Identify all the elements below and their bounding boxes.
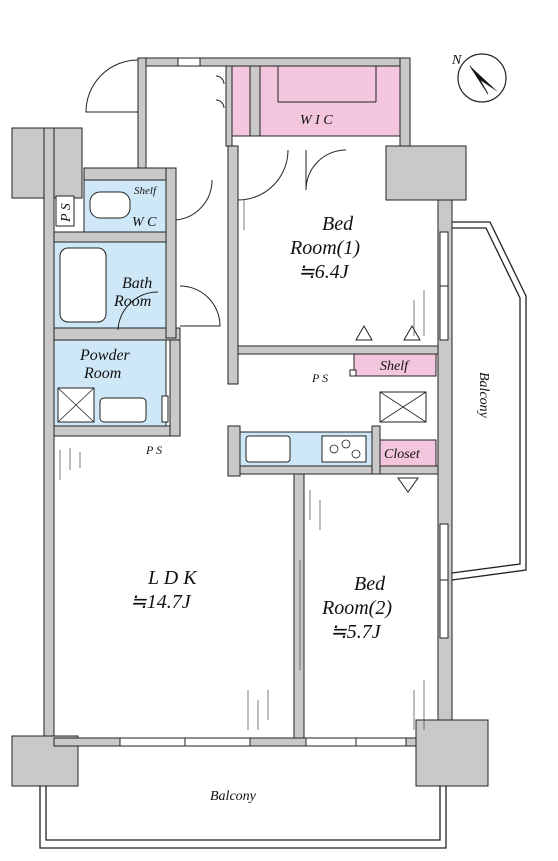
powder-label-line1: Powder (79, 347, 131, 364)
ps-left-label: P S (59, 203, 74, 223)
kitchen-sink-icon (245, 435, 291, 463)
ps-hall-label: P S (311, 371, 328, 385)
compass-icon: N (451, 53, 507, 103)
kitchen-counter (239, 431, 373, 467)
closet-label: Closet (384, 447, 421, 462)
closet-door-marks (355, 324, 421, 493)
bed2-label-line2: Room(2) (321, 597, 392, 619)
balcony-bottom-outline (39, 762, 447, 849)
balcony-right-outline (451, 221, 527, 581)
wic-zone (231, 65, 401, 137)
sink-icon (99, 397, 147, 423)
windows (119, 57, 449, 747)
bed1-size: ≒6.4J (298, 261, 350, 283)
ldk-label: L D K (147, 567, 198, 589)
floor-ticks (59, 200, 425, 730)
wc-label: W C (132, 215, 157, 230)
ps-shaft-left (55, 195, 75, 227)
stove-icon (321, 435, 367, 463)
bed1-label-line1: Bed (322, 213, 354, 235)
door-swings (85, 59, 347, 331)
ps-powder-label: P S (145, 443, 162, 457)
ps-shaft-powder (161, 395, 169, 423)
bed2-size: ≒5.7J (330, 621, 382, 643)
powder-label-line2: Room (83, 365, 121, 382)
wc-zone (83, 179, 167, 233)
bath-label-line2: Room (113, 293, 151, 310)
wc-shelf-label: Shelf (134, 185, 158, 197)
ps-shaft-hall (349, 369, 357, 377)
balcony-right-label: Balcony (476, 372, 491, 419)
toilet-icon (89, 191, 131, 219)
ldk-size: ≒14.7J (130, 591, 192, 613)
bed2-label-line1: Bed (354, 573, 386, 595)
powder-zone (53, 339, 167, 427)
wic-label: W I C (300, 113, 333, 128)
bath-label-line1: Bath (122, 275, 152, 292)
balcony-bottom-label: Balcony (210, 789, 257, 804)
bed1-label-line2: Room(1) (289, 237, 360, 259)
compass-north-label: N (451, 53, 462, 68)
shelf-label: Shelf (380, 359, 410, 374)
bathtub-icon (59, 247, 107, 323)
